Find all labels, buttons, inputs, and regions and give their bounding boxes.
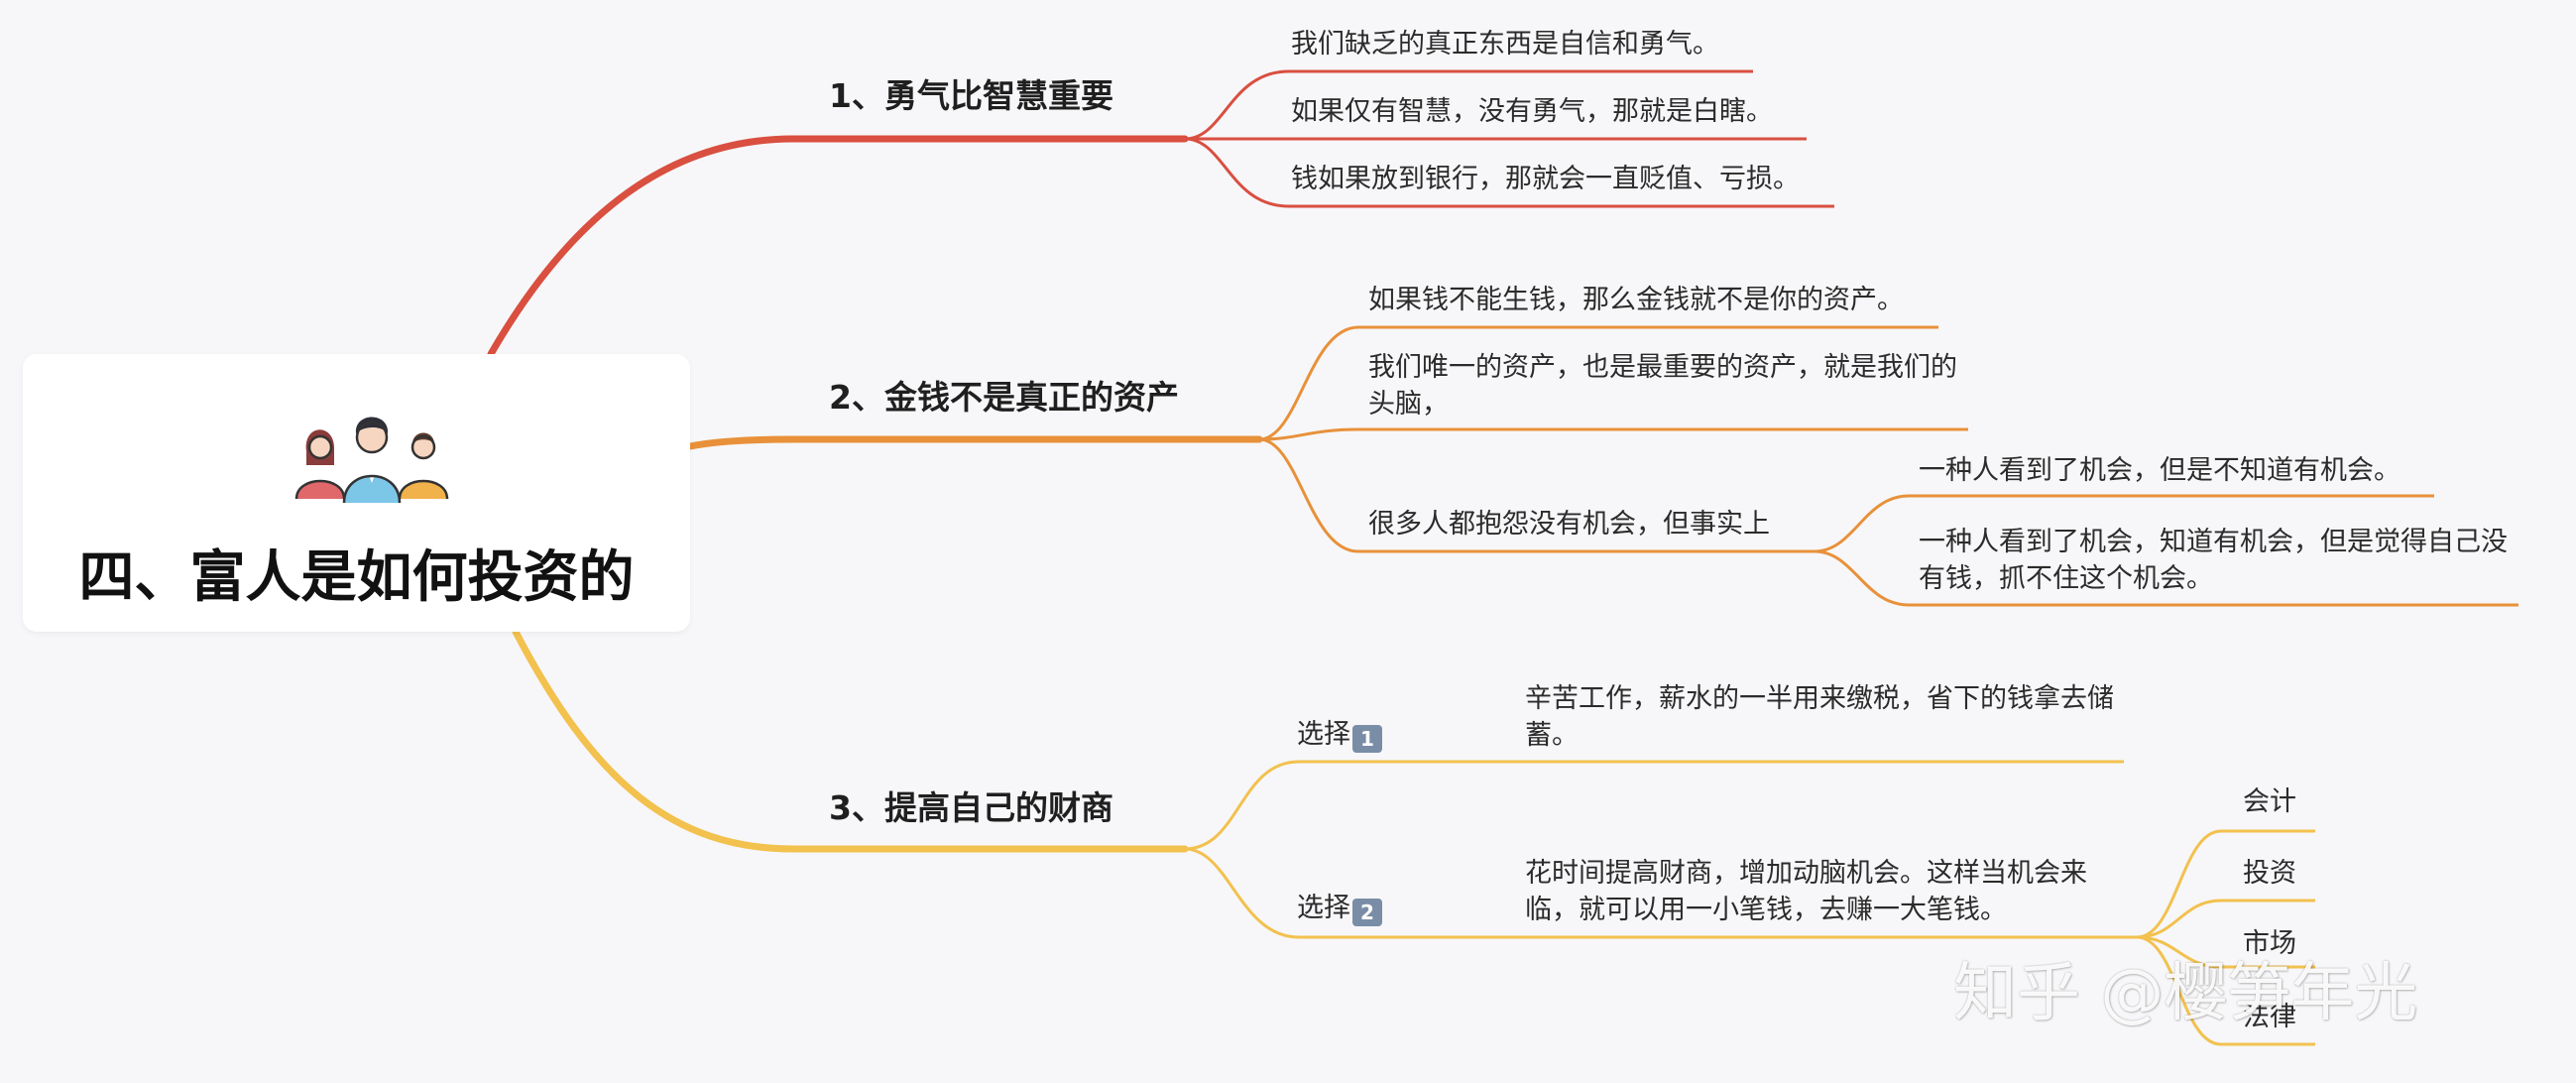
connector-b3-choice-2 (1184, 847, 2137, 939)
connector-b2-item-3 (1258, 437, 1815, 553)
connector-branch-1 (487, 135, 1189, 358)
choice-2-leaf-2[interactable]: 投资 (2243, 858, 2296, 889)
choice-1-text[interactable]: 辛苦工作，薪水的一半用来缴税，省下的钱拿去储蓄。 (1525, 683, 2114, 751)
connector-b1-item-3 (1184, 137, 1834, 208)
branch-2-item-1[interactable]: 如果钱不能生钱，那么金钱就不是你的资产。 (1368, 285, 1904, 315)
connector-b3-leaf-3 (2136, 935, 2315, 969)
choice-1-label: 选择 (1297, 719, 1350, 750)
keycap-1-icon: 1 (1352, 725, 1382, 753)
people-group-icon (294, 417, 449, 503)
connector-b2-item-2 (1258, 427, 1968, 441)
connector-b2-sub-2 (1814, 549, 2518, 607)
central-title: 四、富人是如何投资的 (78, 545, 635, 610)
choice-2-leaf-3[interactable]: 市场 (2243, 928, 2296, 959)
branch-2-sub-item-1[interactable]: 一种人看到了机会，但是不知道有机会。 (1919, 455, 2400, 486)
central-topic[interactable]: 四、富人是如何投资的 (23, 354, 690, 632)
connector-b3-leaf-4 (2136, 935, 2315, 1046)
connector-b2-item-1 (1258, 325, 1938, 441)
connector-b1-item-1 (1184, 69, 1753, 141)
watermark: 知乎 @樱笋年光 (1953, 957, 2418, 1030)
branch-2-title[interactable]: 2、金钱不是真正的资产 (829, 378, 1179, 417)
choice-2-leaf-4[interactable]: 法律 (2243, 1002, 2296, 1032)
connector-branch-3 (512, 628, 1189, 853)
branch-1-item-3[interactable]: 钱如果放到银行，那就会一直贬值、亏损。 (1291, 164, 1800, 194)
connector-b3-leaf-2 (2136, 899, 2315, 939)
connector-branch-2 (686, 435, 1263, 450)
choice-2-leaf-1[interactable]: 会计 (2243, 786, 2296, 817)
choice-2-label: 选择 (1297, 893, 1350, 923)
keycap-2-icon: 2 (1352, 899, 1382, 926)
choice-2-text[interactable]: 花时间提高财商，增加动脑机会。这样当机会来临，就可以用一小笔钱，去赚一大笔钱。 (1525, 858, 2087, 925)
connector-b3-leaf-1 (2136, 829, 2315, 939)
branch-2-item-2[interactable]: 我们唯一的资产，也是最重要的资产，就是我们的头脑， (1368, 352, 1957, 420)
branch-1-item-1[interactable]: 我们缺乏的真正东西是自信和勇气。 (1291, 29, 1719, 60)
branch-1-title[interactable]: 1、勇气比智慧重要 (829, 76, 1113, 115)
branch-2-sub-item-2[interactable]: 一种人看到了机会，知道有机会，但是觉得自己没有钱，抓不住这个机会。 (1919, 527, 2508, 594)
branch-1-item-2[interactable]: 如果仅有智慧，没有勇气，那就是白瞎。 (1291, 96, 1773, 127)
branch-3-title[interactable]: 3、提高自己的财商 (829, 788, 1113, 827)
connector-b3-choice-1 (1184, 760, 2124, 851)
branch-2-item-3[interactable]: 很多人都抱怨没有机会，但事实上 (1368, 509, 1770, 540)
connector-b2-sub-1 (1814, 494, 2434, 553)
